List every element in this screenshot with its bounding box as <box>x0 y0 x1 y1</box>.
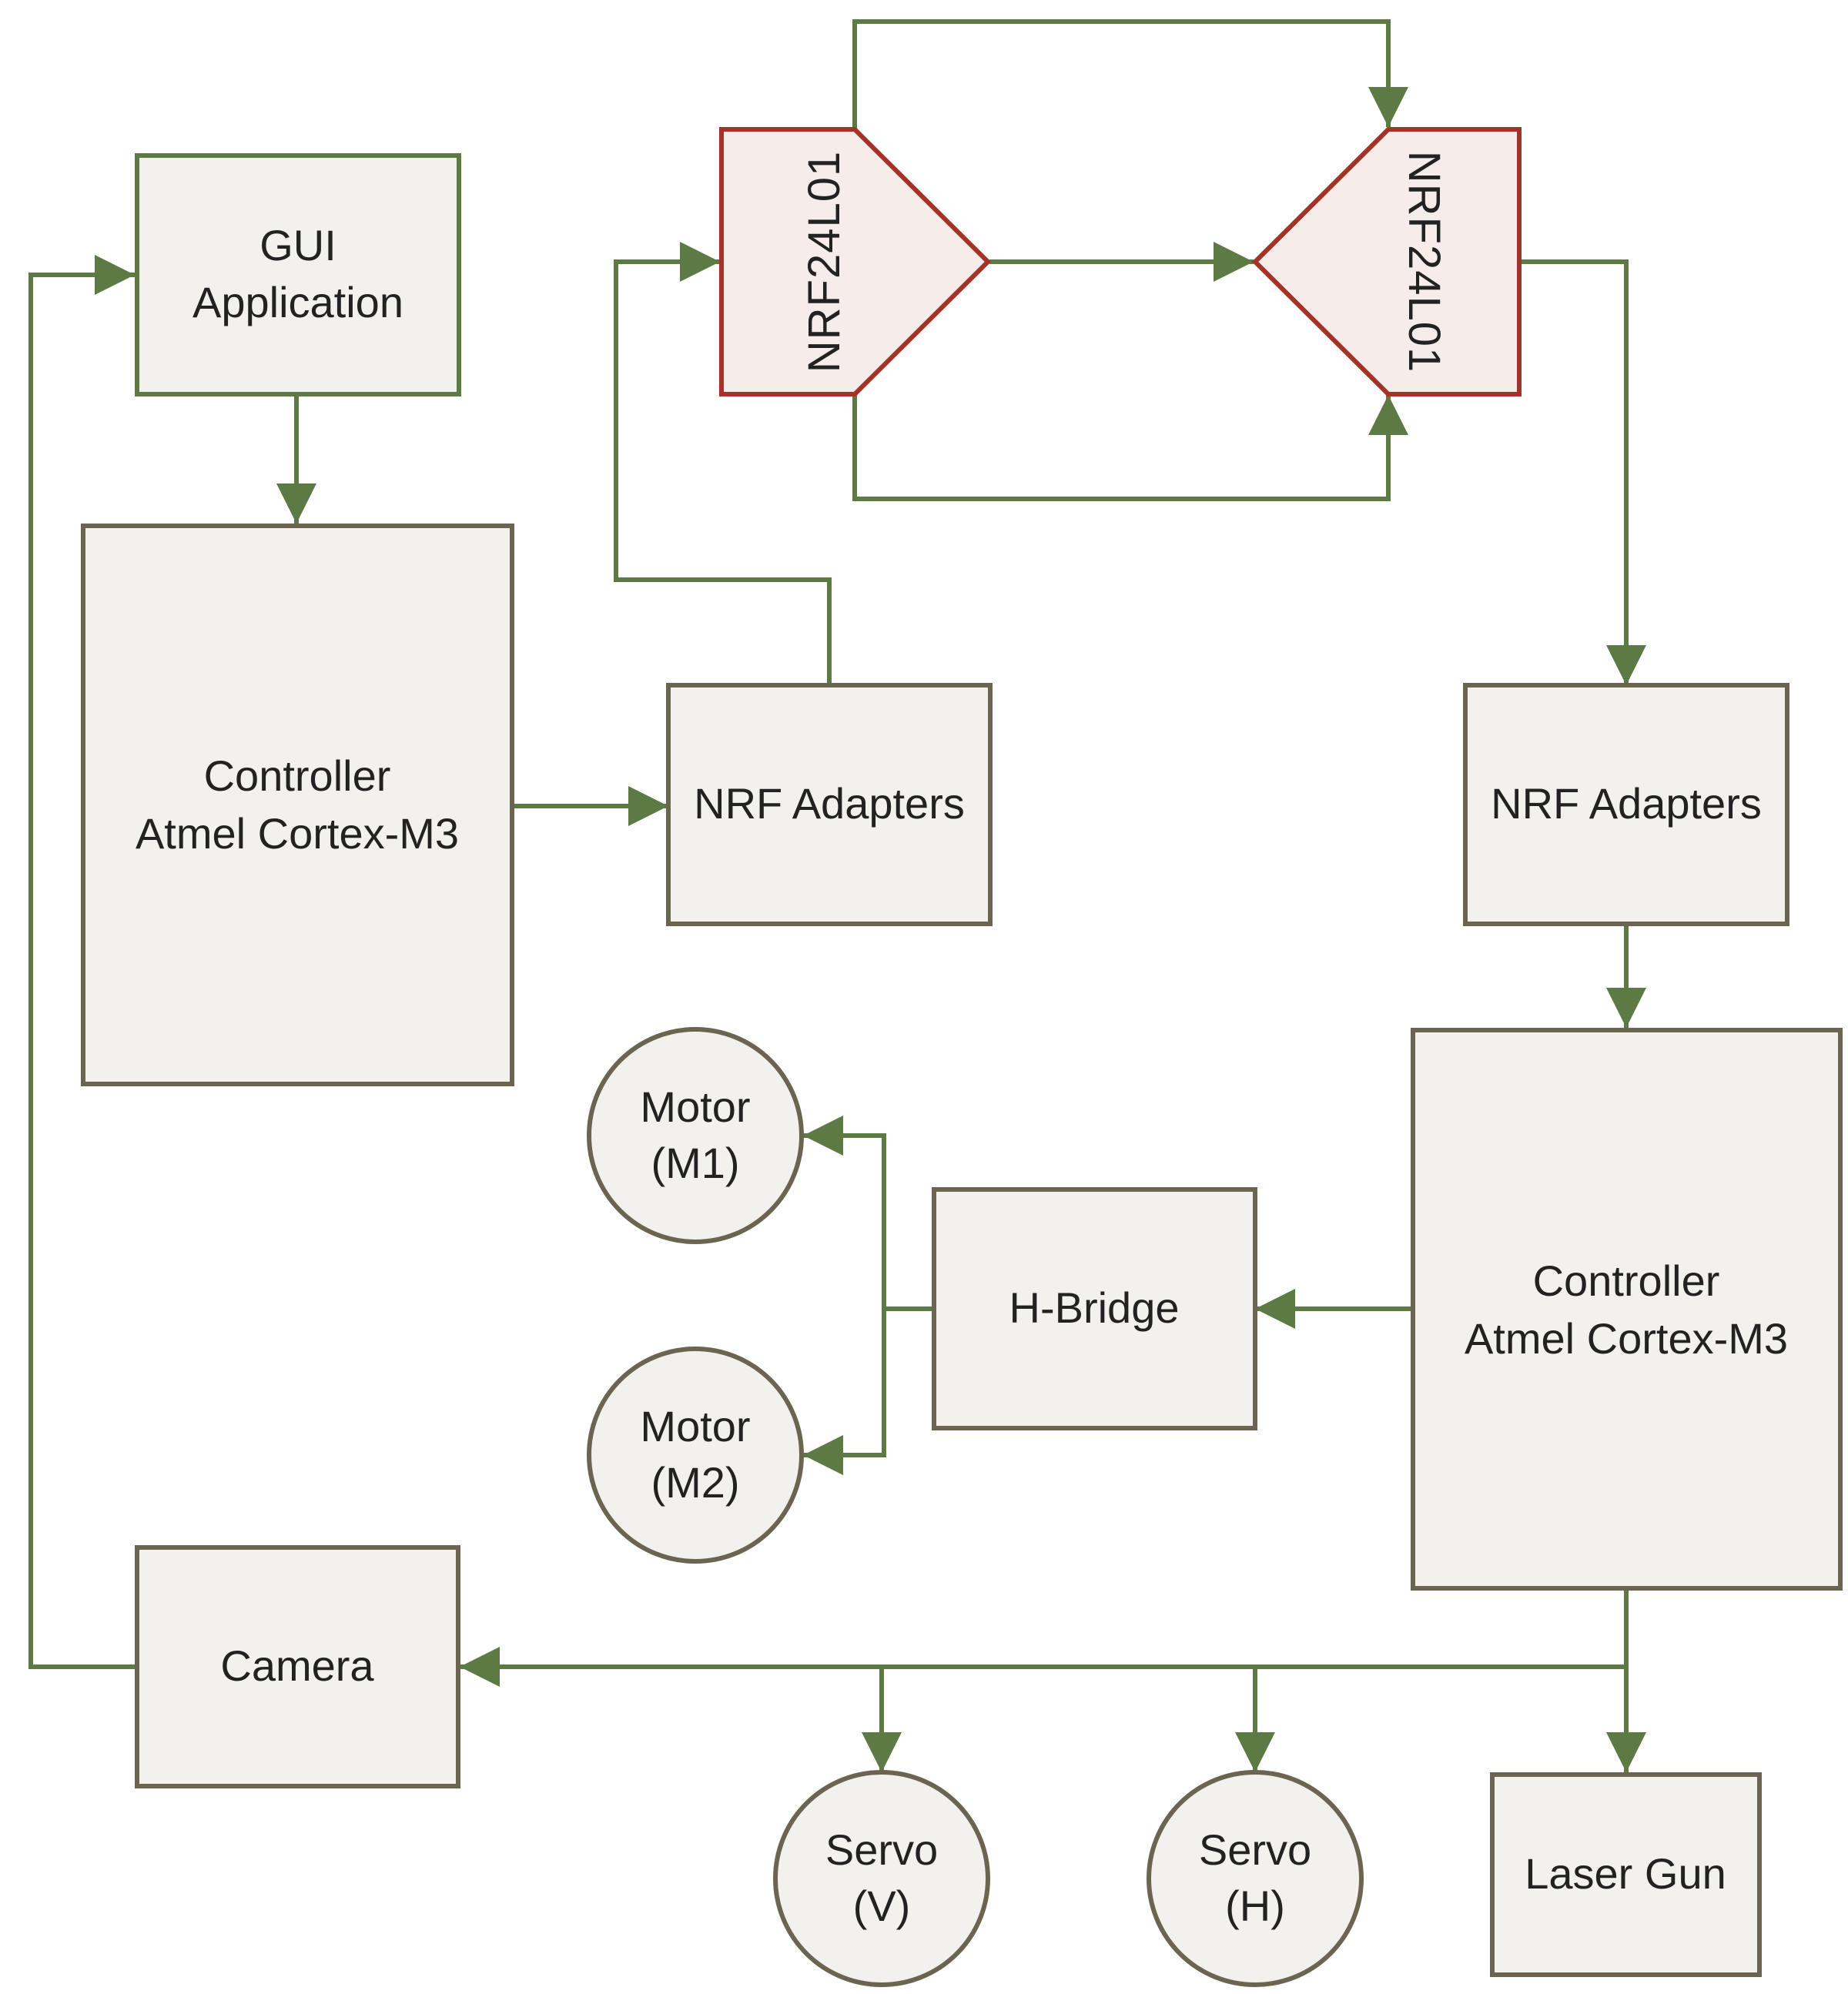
motor-m2-label-line1: Motor <box>640 1402 750 1450</box>
camera-block: Camera <box>135 1545 460 1788</box>
controller-right-block: Controller Atmel Cortex-M3 <box>1411 1028 1843 1591</box>
controller-left-label-line2: Atmel Cortex-M3 <box>136 809 459 858</box>
nrf-adapters-left-block: NRF Adapters <box>666 683 993 926</box>
controller-left-block: Controller Atmel Cortex-M3 <box>81 524 514 1086</box>
laser-gun-block: Laser Gun <box>1490 1772 1762 1977</box>
controller-left-label-line1: Controller <box>204 751 391 800</box>
nrf24l01-right-radio: NRF24L01 <box>1251 127 1522 396</box>
motor-m2-node: Motor (M2) <box>587 1347 804 1564</box>
controller-right-label-line2: Atmel Cortex-M3 <box>1465 1314 1788 1363</box>
servo-h-node: Servo (H) <box>1147 1770 1364 1987</box>
gui-label-line2: Application <box>192 278 403 326</box>
servo-v-node: Servo (V) <box>773 1770 990 1987</box>
nrf-adapters-right-block: NRF Adapters <box>1463 683 1789 926</box>
gui-label-line1: GUI <box>259 221 336 269</box>
laser-gun-label: Laser Gun <box>1525 1849 1726 1898</box>
connector-hbridge-to-motor2 <box>803 1309 886 1475</box>
motor-m1-node: Motor (M1) <box>587 1027 804 1244</box>
connector-radio-top-link <box>852 19 1408 129</box>
connector-hbridge-to-motor1 <box>803 1116 934 1311</box>
nrf24l01-left-radio: NRF24L01 <box>719 127 992 396</box>
hbridge-label: H-Bridge <box>1009 1283 1180 1332</box>
servo-h-label-line2: (H) <box>1225 1882 1285 1930</box>
servo-h-label-line1: Servo <box>1199 1825 1311 1874</box>
controller-right-label-line1: Controller <box>1533 1256 1720 1305</box>
motor-m1-label-line2: (M1) <box>651 1139 739 1187</box>
servo-v-label-line2: (V) <box>853 1882 911 1930</box>
connector-camera-to-gui <box>28 255 135 1669</box>
nrf-adapters-right-label: NRF Adapters <box>1491 779 1762 828</box>
connectors <box>28 19 1646 1772</box>
nrf24l01-left-label: NRF24L01 <box>799 151 849 373</box>
motor-m1-label-line1: Motor <box>640 1082 750 1131</box>
motor-m2-label-line2: (M2) <box>651 1458 739 1507</box>
hbridge-block: H-Bridge <box>932 1187 1257 1430</box>
connector-nrf-adapters-to-radio <box>614 242 832 685</box>
connector-radio-to-nrf-adapters <box>1519 259 1646 685</box>
connector-radio-bottom-link <box>852 394 1408 501</box>
camera-label: Camera <box>220 1641 374 1690</box>
nrf-adapters-left-label: NRF Adapters <box>694 779 965 828</box>
nrf24l01-right-label: NRF24L01 <box>1399 151 1449 373</box>
servo-v-label-line1: Servo <box>825 1825 938 1874</box>
gui-application-block: GUI Application <box>135 153 461 396</box>
